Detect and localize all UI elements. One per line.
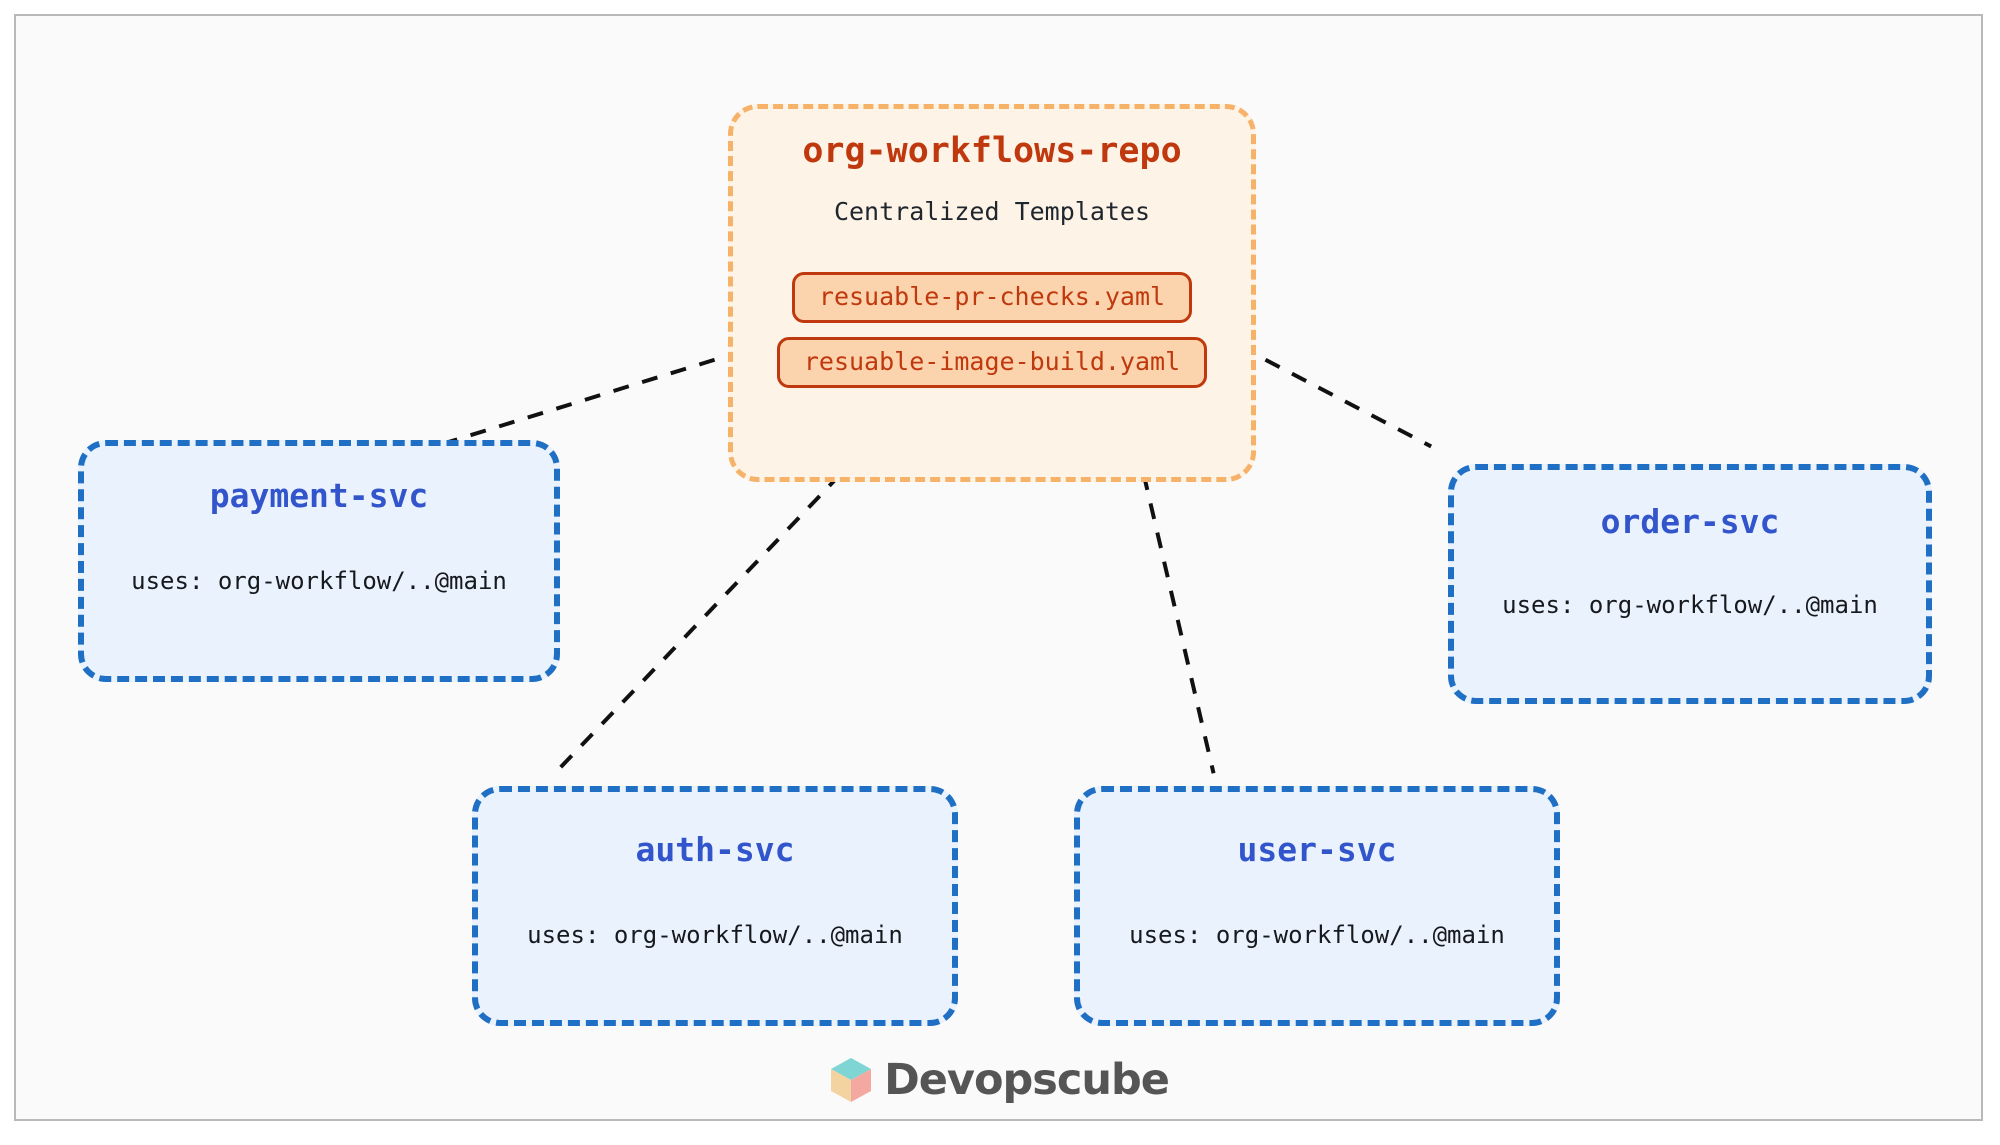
service-uses-user-svc: uses: org-workflow/..@main [1129,921,1505,949]
connector-hub-to-auth [553,472,842,775]
org-workflows-repo-box[interactable]: org-workflows-repo Centralized Templates… [728,104,1256,482]
hub-subtitle: Centralized Templates [833,197,1151,226]
template-badge-pr-checks[interactable]: resuable-pr-checks.yaml [791,272,1193,323]
service-uses-auth-svc: uses: org-workflow/..@main [527,921,903,949]
connector-hub-to-order [1264,357,1433,449]
brand-name: Devopscube [884,1054,1170,1105]
service-box-order-svc[interactable]: order-svc uses: org-workflow/..@main [1448,464,1932,704]
hub-title: org-workflows-repo [802,131,1182,171]
service-uses-order-svc: uses: org-workflow/..@main [1502,591,1878,619]
template-badge-image-build[interactable]: resuable-image-build.yaml [776,337,1208,388]
service-title-payment-svc: payment-svc [209,476,429,515]
service-uses-payment-svc: uses: org-workflow/..@main [131,567,507,595]
connector-hub-to-payment [446,357,716,445]
service-title-auth-svc: auth-svc [635,830,795,869]
connector-hub-to-user [1141,473,1216,774]
service-box-payment-svc[interactable]: payment-svc uses: org-workflow/..@main [78,440,560,682]
diagram-canvas: org-workflows-repo Centralized Templates… [14,14,1983,1121]
template-badge-list: resuable-pr-checks.yaml resuable-image-b… [776,272,1208,388]
cube-logo-icon [831,1058,872,1102]
brand-footer: Devopscube [16,1056,1981,1104]
service-box-auth-svc[interactable]: auth-svc uses: org-workflow/..@main [472,786,958,1026]
service-title-user-svc: user-svc [1237,830,1397,869]
service-title-order-svc: order-svc [1600,502,1780,541]
service-box-user-svc[interactable]: user-svc uses: org-workflow/..@main [1074,786,1560,1026]
